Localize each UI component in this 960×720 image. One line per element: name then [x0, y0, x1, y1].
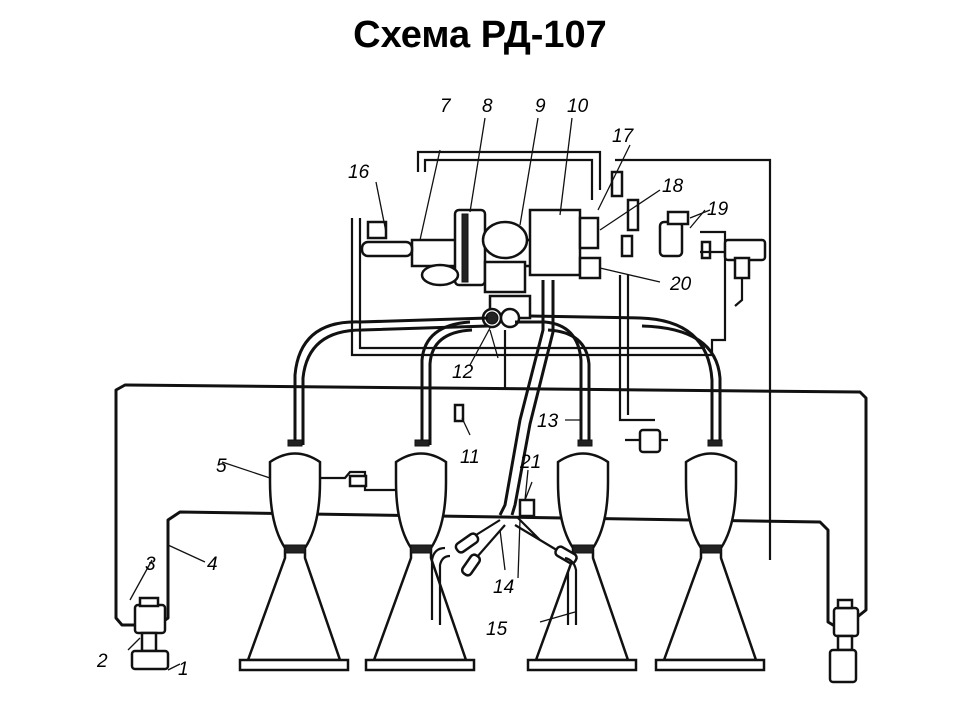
turbopump-unit	[360, 117, 602, 320]
control-equipment	[597, 144, 767, 307]
label-10: 10	[567, 96, 589, 117]
pipeline-3	[114, 383, 868, 627]
control-line-frame	[350, 150, 772, 560]
steering-assembly-14	[430, 469, 578, 625]
label-18: 18	[662, 176, 684, 197]
part-11	[453, 403, 471, 436]
feed-pipes	[293, 314, 722, 445]
chamber-interconnect	[320, 470, 396, 492]
label-12: 12	[452, 362, 474, 383]
label-8: 8	[482, 96, 493, 117]
label-5: 5	[216, 456, 227, 477]
combustion-chamber-3	[526, 439, 638, 672]
label-21: 21	[519, 452, 541, 473]
label-11: 11	[460, 447, 480, 468]
label-7: 7	[440, 96, 452, 117]
tank-unit-left	[127, 596, 181, 671]
part-labels: 1 2 3 4 5 7 8 9 10 11 12 13 14 15 16 17 …	[96, 96, 729, 680]
label-13: 13	[537, 411, 559, 432]
label-1: 1	[178, 659, 189, 680]
label-14: 14	[493, 577, 514, 598]
label-15: 15	[486, 619, 508, 640]
label-9: 9	[535, 96, 546, 117]
regulator-unit	[625, 428, 668, 454]
pipeline-4	[157, 510, 839, 630]
page-title: Схема РД-107	[353, 14, 607, 56]
label-4: 4	[207, 554, 218, 575]
combustion-chamber-1	[238, 439, 350, 672]
label-17: 17	[612, 126, 635, 147]
label-16: 16	[348, 162, 370, 183]
label-2: 2	[96, 651, 108, 672]
label-19: 19	[707, 199, 729, 220]
combustion-chamber-2	[364, 439, 476, 672]
label-20: 20	[669, 274, 692, 295]
label-3: 3	[145, 554, 156, 575]
central-feed-pipe	[498, 280, 555, 516]
combustion-chamber-4	[654, 439, 766, 672]
leader-lines	[129, 181, 711, 623]
valve-block-12	[469, 307, 521, 390]
tank-unit-right	[828, 598, 860, 684]
